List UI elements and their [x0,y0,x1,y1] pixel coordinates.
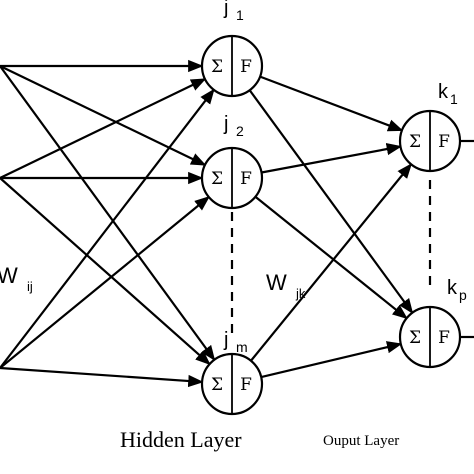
sum-symbol: Σ [211,375,223,395]
edge-j2-to-kp [254,195,408,320]
edge-input-3-to-j2 [0,196,210,369]
function-symbol: F [240,375,252,395]
edge-jm-to-k1 [250,163,413,362]
sum-symbol: Σ [211,169,223,189]
hidden-layer-caption: Hidden Layer [120,427,242,452]
function-symbol: F [438,328,450,348]
function-symbol: F [240,169,252,189]
edge-jm-to-kp [260,341,403,379]
weight-ij-main: W [0,263,18,288]
connection-edges [0,59,474,388]
node-label-subscript: m [236,339,248,355]
edge-j2-to-k1 [261,143,403,174]
node-label: j [223,329,228,351]
function-symbol: F [240,57,252,77]
edge-input-2-to-j1 [0,78,207,179]
weight-label-ij: W ij [0,263,33,294]
node-label: j [223,0,228,19]
node-label: j [223,113,228,135]
sum-symbol: Σ [211,57,223,77]
edge-input-1-to-j2 [0,65,207,166]
edge-input-3-to-j1 [0,88,215,369]
sum-symbol: Σ [409,328,421,348]
edge-input-1-to-jm [0,65,216,362]
output-layer-caption: Ouput Layer [323,433,399,449]
node-label-subscript: 1 [450,91,458,107]
edge-j1-to-k1 [259,75,404,132]
node-label-subscript: p [459,287,467,303]
node-label: k [438,81,449,103]
function-symbol: F [438,132,450,152]
node-label-subscript: 2 [236,123,244,139]
node-label: k [447,277,458,299]
node-label-subscript: 1 [236,7,244,23]
weight-ij-sub: ij [27,279,33,294]
weight-jk-sub: jk [295,286,306,301]
sum-symbol: Σ [409,132,421,152]
edge-input-2-to-jm [0,177,211,366]
weight-label-jk: W jk [266,270,306,301]
edge-input-3-to-jm [0,366,204,388]
weight-jk-main: W [266,270,287,295]
edge-j1-to-kp [248,89,414,315]
